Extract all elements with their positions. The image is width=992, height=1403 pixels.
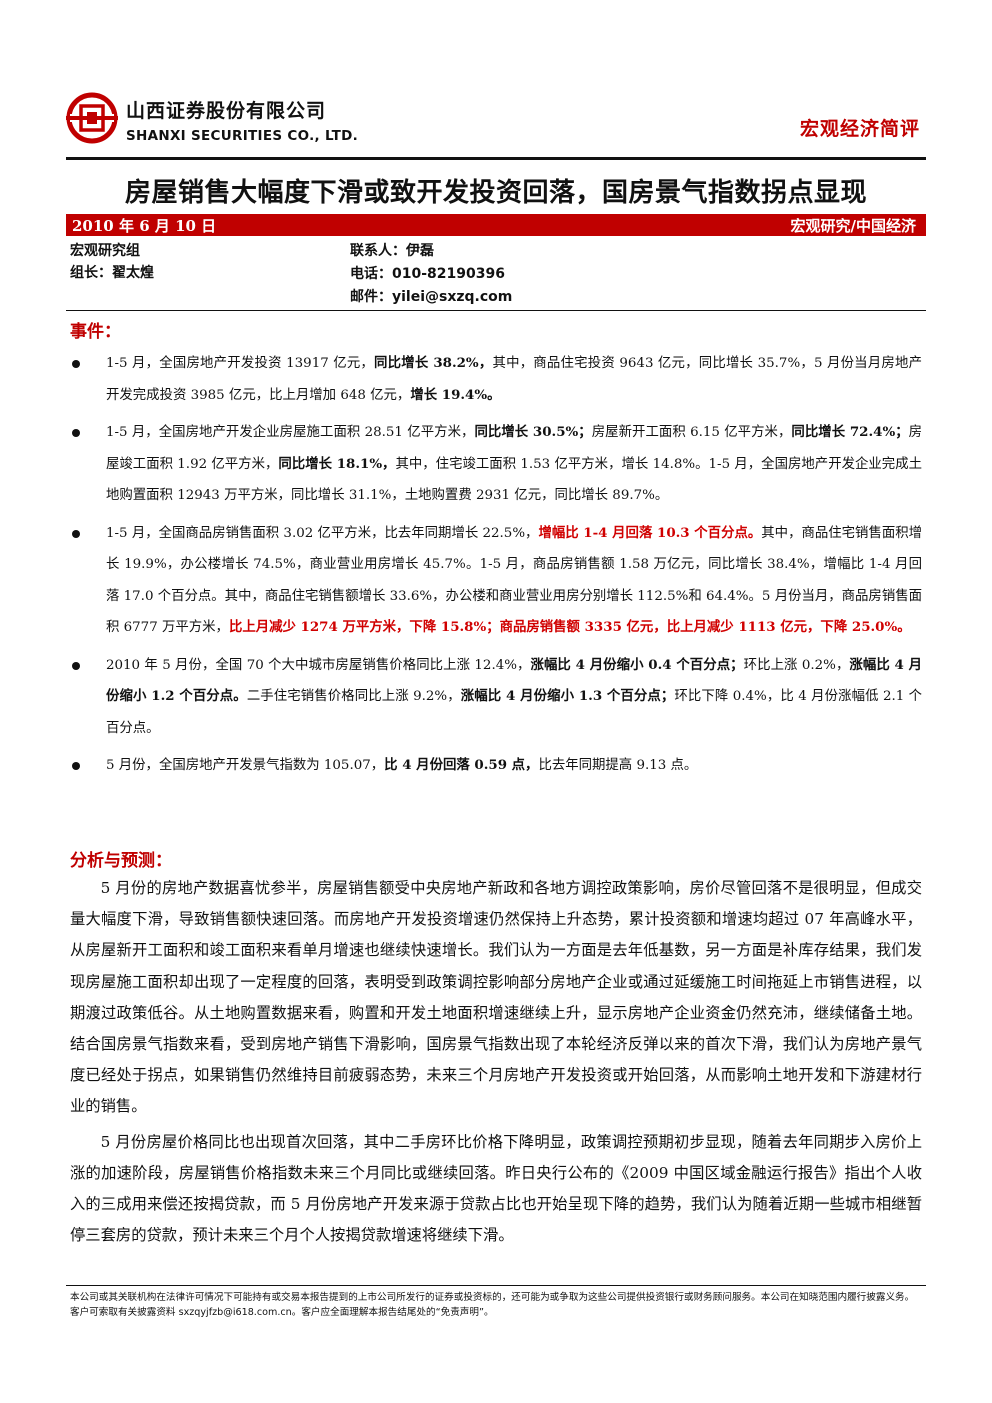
event-item: 1-5 月，全国商品房销售面积 3.02 亿平方米，比去年同期增长 22.5%，…: [70, 518, 922, 644]
analysis-paragraph: 5 月份房屋价格同比也出现首次回落，其中二手房环比价格下降明显，政策调控预期初步…: [70, 1132, 922, 1245]
contact-email: 邮件：yilei@sxzq.com: [350, 289, 513, 305]
highlight-bold-text: 增长 19.4%。: [410, 386, 501, 403]
report-sector: 宏观研究/中国经济: [790, 217, 916, 235]
header-divider: [66, 157, 926, 160]
bullet-icon: [72, 762, 80, 770]
highlight-bold-text: 同比增长 38.2%，: [374, 355, 493, 371]
event-text: 环比下降 0.4%，比 4 月份涨幅低 2.1 个百分点。: [106, 689, 923, 736]
analysis-heading: 分析与预测：: [70, 851, 172, 871]
event-item: 5 月份，全国房地产开发景气指数为 105.07，比 4 月份回落 0.59 点…: [70, 750, 922, 782]
event-text: 环比上涨 0.2%，: [743, 657, 850, 673]
report-title: 房屋销售大幅度下滑或致开发投资回落，国房景气指数拐点显现: [124, 178, 867, 208]
event-text: 1-5 月，全国房地产开发投资 13917 亿元，: [106, 356, 375, 371]
event-text: 1-5 月，全国商品房销售面积 3.02 亿平方米，比去年同期增长 22.5%，: [106, 525, 539, 541]
company-name-en: SHANXI SECURITIES CO., LTD.: [126, 128, 359, 144]
event-text: 其中，商品住宅销售面积增长 19.9%，办公楼增长 74.5%，商业营业用房增长…: [106, 525, 923, 636]
event-item: 1-5 月，全国房地产开发企业房屋施工面积 28.51 亿平方米，同比增长 30…: [70, 417, 922, 512]
event-text: 2010 年 5 月份，全国 70 个大中城市房屋销售价格同比上涨 12.4%，: [106, 657, 531, 673]
analysis-body: 5 月份的房地产数据喜忧参半，房屋销售额受中央房地产新政和各地方调控政策影响，房…: [70, 873, 922, 1255]
highlight-bold-text: 涨幅比 4 月份缩小 1.2 个百分点。: [106, 656, 923, 705]
highlight-bold-text: 比 4 月份回落 0.59 点，: [384, 757, 539, 773]
bullet-icon: [72, 360, 80, 368]
contact-phone: 电话：010-82190396: [350, 266, 505, 282]
highlight-bold-text: 同比增长 18.1%，: [278, 455, 396, 472]
group-leader: 组长：翟太煌: [70, 265, 154, 281]
highlight-bold-text: 同比增长 30.5%；: [474, 424, 592, 440]
event-item: 1-5 月，全国房地产开发投资 13917 亿元，同比增长 38.2%，其中，商…: [70, 348, 922, 411]
event-text: 二手住宅销售价格同比上涨 9.2%，: [246, 689, 461, 704]
event-text: 5 月份，全国房地产开发景气指数为 105.07，: [106, 758, 385, 773]
bullet-icon: [72, 529, 80, 538]
company-name-cn: 山西证券股份有限公司: [126, 100, 327, 122]
footer-divider: [66, 1285, 926, 1286]
report-type: 宏观经济简评: [799, 118, 920, 140]
events-heading: 事件：: [70, 322, 121, 342]
event-item: 2010 年 5 月份，全国 70 个大中城市房屋销售价格同比上涨 12.4%，…: [70, 650, 922, 745]
disclaimer-text: 本公司或其关联机构在法律许可情况下可能持有或交易本报告提到的上市公司所发行的证券…: [70, 1292, 915, 1318]
highlight-red-text: 比上月减少 1274 万平方米，下降 15.8%；商品房销售额 3335 亿元，…: [228, 619, 911, 635]
event-text: 其中，商品住宅投资 9643 亿元，同比增长 35.7%，5 月份当月房地产开发…: [106, 356, 922, 403]
event-text: 房屋竣工面积 1.92 亿平方米，: [106, 425, 923, 472]
letterhead: 山西证券股份有限公司 SHANXI SECURITIES CO., LTD. 宏…: [66, 92, 926, 162]
highlight-red-text: 增幅比 1-4 月回落 10.3 个百分点。: [538, 524, 762, 541]
analysis-paragraph: 5 月份的房地产数据喜忧参半，房屋销售额受中央房地产新政和各地方调控政策影响，房…: [70, 879, 922, 1116]
contact-person: 联系人：伊磊: [350, 243, 434, 259]
events-list: 1-5 月，全国房地产开发投资 13917 亿元，同比增长 38.2%，其中，商…: [70, 348, 922, 788]
highlight-bold-text: 同比增长 72.4%；: [791, 424, 909, 440]
research-group: 宏观研究组: [70, 243, 140, 259]
highlight-bold-text: 涨幅比 4 月份缩小 1.3 个百分点；: [460, 688, 675, 704]
bullet-icon: [72, 429, 80, 437]
event-text: 1-5 月，全国房地产开发企业房屋施工面积 28.51 亿平方米，: [106, 425, 475, 440]
report-date: 2010 年 6 月 10 日: [72, 217, 217, 235]
event-text: 比去年同期提高 9.13 点。: [538, 758, 698, 773]
highlight-bold-text: 涨幅比 4 月份缩小 0.4 个百分点；: [530, 656, 744, 673]
meta-divider: [66, 310, 926, 311]
event-text: 房屋新开工面积 6.15 亿平方米，: [591, 425, 792, 440]
date-sector-bar: 2010 年 6 月 10 日 宏观研究/中国经济: [66, 214, 926, 236]
event-text: 其中，住宅竣工面积 1.53 亿平方米，增长 14.8%。1-5 月，全国房地产…: [106, 456, 923, 504]
company-logo-icon: [66, 92, 118, 144]
bullet-icon: [72, 661, 80, 670]
